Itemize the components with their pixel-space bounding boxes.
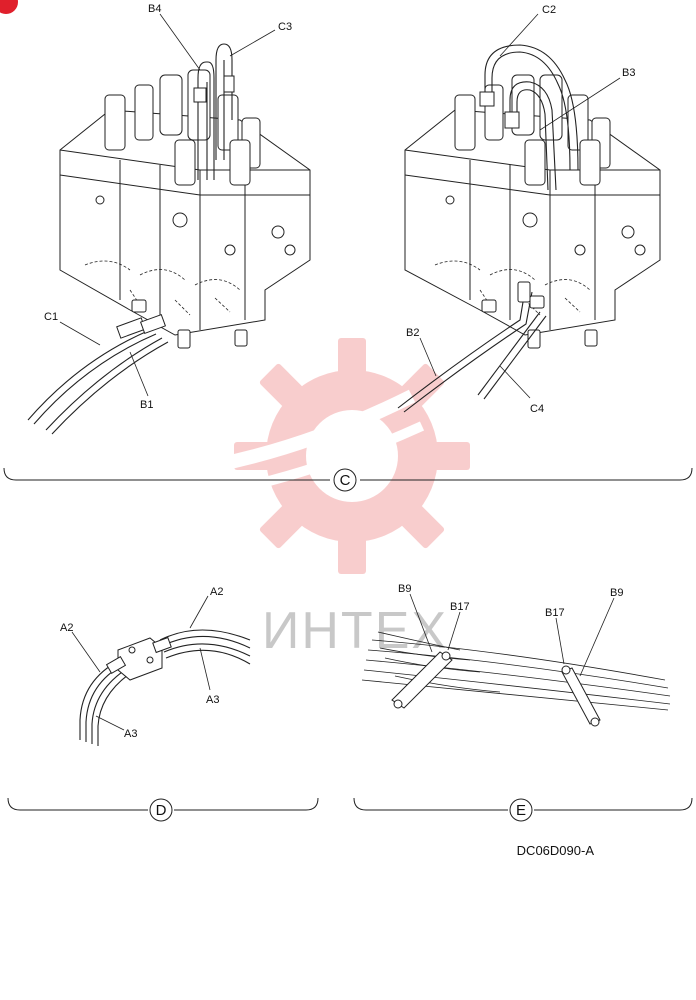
section-e-bracket (353, 797, 693, 811)
watermark-text: ИНТЕХ (262, 602, 448, 660)
leader-b2 (419, 337, 437, 377)
label-c3: C3 (278, 21, 292, 33)
label-b1: B1 (140, 399, 153, 411)
control-valve-left (59, 69, 311, 349)
hose-bundle-e (361, 631, 671, 711)
leader-b9-left (409, 593, 433, 653)
leader-b9-right (579, 597, 615, 677)
leader-a3-left (95, 715, 125, 731)
label-b4: B4 (148, 3, 161, 15)
section-c-letter: C (340, 472, 351, 489)
label-a3-left: A3 (124, 728, 137, 740)
leader-b17-right (555, 617, 565, 665)
section-d-letter: D (156, 802, 167, 819)
hose-b2-c4 (397, 281, 547, 413)
watermark-gear-icon (201, 338, 470, 574)
label-c2: C2 (542, 4, 556, 16)
leader-c3 (229, 29, 276, 57)
section-d-marker (149, 798, 173, 822)
label-b17-left: B17 (450, 601, 470, 613)
section-d-bracket (7, 797, 319, 811)
clamp-left (391, 651, 453, 709)
hose-c1-b1 (27, 313, 169, 435)
label-a2-left: A2 (60, 622, 73, 634)
label-a3-right: A3 (206, 694, 219, 706)
leader-b4 (159, 13, 201, 71)
hose-c2-b3 (479, 44, 579, 191)
label-b9-right: B9 (610, 587, 623, 599)
label-c1: C1 (44, 311, 58, 323)
leader-c1 (59, 321, 101, 346)
label-b3: B3 (622, 67, 635, 79)
leader-c2 (499, 13, 539, 57)
leader-b17-left (447, 611, 461, 651)
corner-badge (0, 0, 18, 14)
label-b9-left: B9 (398, 583, 411, 595)
label-b17-right: B17 (545, 607, 565, 619)
leader-a2-left (71, 631, 101, 673)
control-valve-right (404, 74, 661, 349)
leader-c4 (499, 365, 531, 399)
label-a2-right: A2 (210, 586, 223, 598)
clamp-right (561, 665, 601, 727)
leader-b1 (129, 351, 149, 397)
section-e-marker (509, 798, 533, 822)
label-c4: C4 (530, 403, 544, 415)
figure-reference: DC06D090-A (517, 843, 595, 858)
leader-a2-right (189, 595, 209, 629)
section-c-marker (333, 468, 357, 492)
leader-b3 (539, 77, 621, 131)
section-c-bracket (3, 467, 693, 481)
hose-b4-c3 (193, 43, 235, 180)
label-b2: B2 (406, 327, 419, 339)
section-e-letter: E (516, 802, 526, 819)
hose-junction-d (79, 629, 251, 746)
leader-a3-right (199, 647, 211, 691)
